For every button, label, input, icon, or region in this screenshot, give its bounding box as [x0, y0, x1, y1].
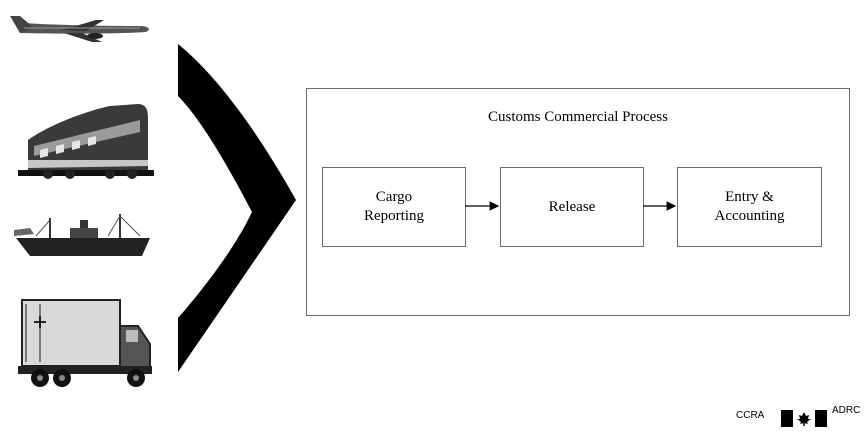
adrc-label: ADRC	[832, 405, 861, 416]
ccra-label: CCRA	[736, 410, 765, 421]
ship-icon	[14, 214, 150, 256]
process-title: Customs Commercial Process	[488, 109, 668, 125]
merge-arrow	[178, 44, 296, 372]
step-label: Release	[548, 198, 596, 215]
truck-icon	[18, 299, 152, 387]
step-entry-accounting: Entry & Accounting	[677, 167, 822, 247]
customs-process-frame: Customs Commercial Process Cargo Reporti…	[306, 88, 850, 316]
train-icon	[18, 104, 154, 179]
airplane-icon	[10, 16, 149, 42]
step-label: Cargo Reporting	[364, 189, 424, 224]
transport-graphics	[10, 16, 296, 387]
canada-flag-icon	[781, 410, 827, 427]
step-cargo-reporting: Cargo Reporting	[322, 167, 466, 247]
step-release: Release	[500, 167, 644, 247]
step-label: Entry & Accounting	[714, 189, 785, 224]
